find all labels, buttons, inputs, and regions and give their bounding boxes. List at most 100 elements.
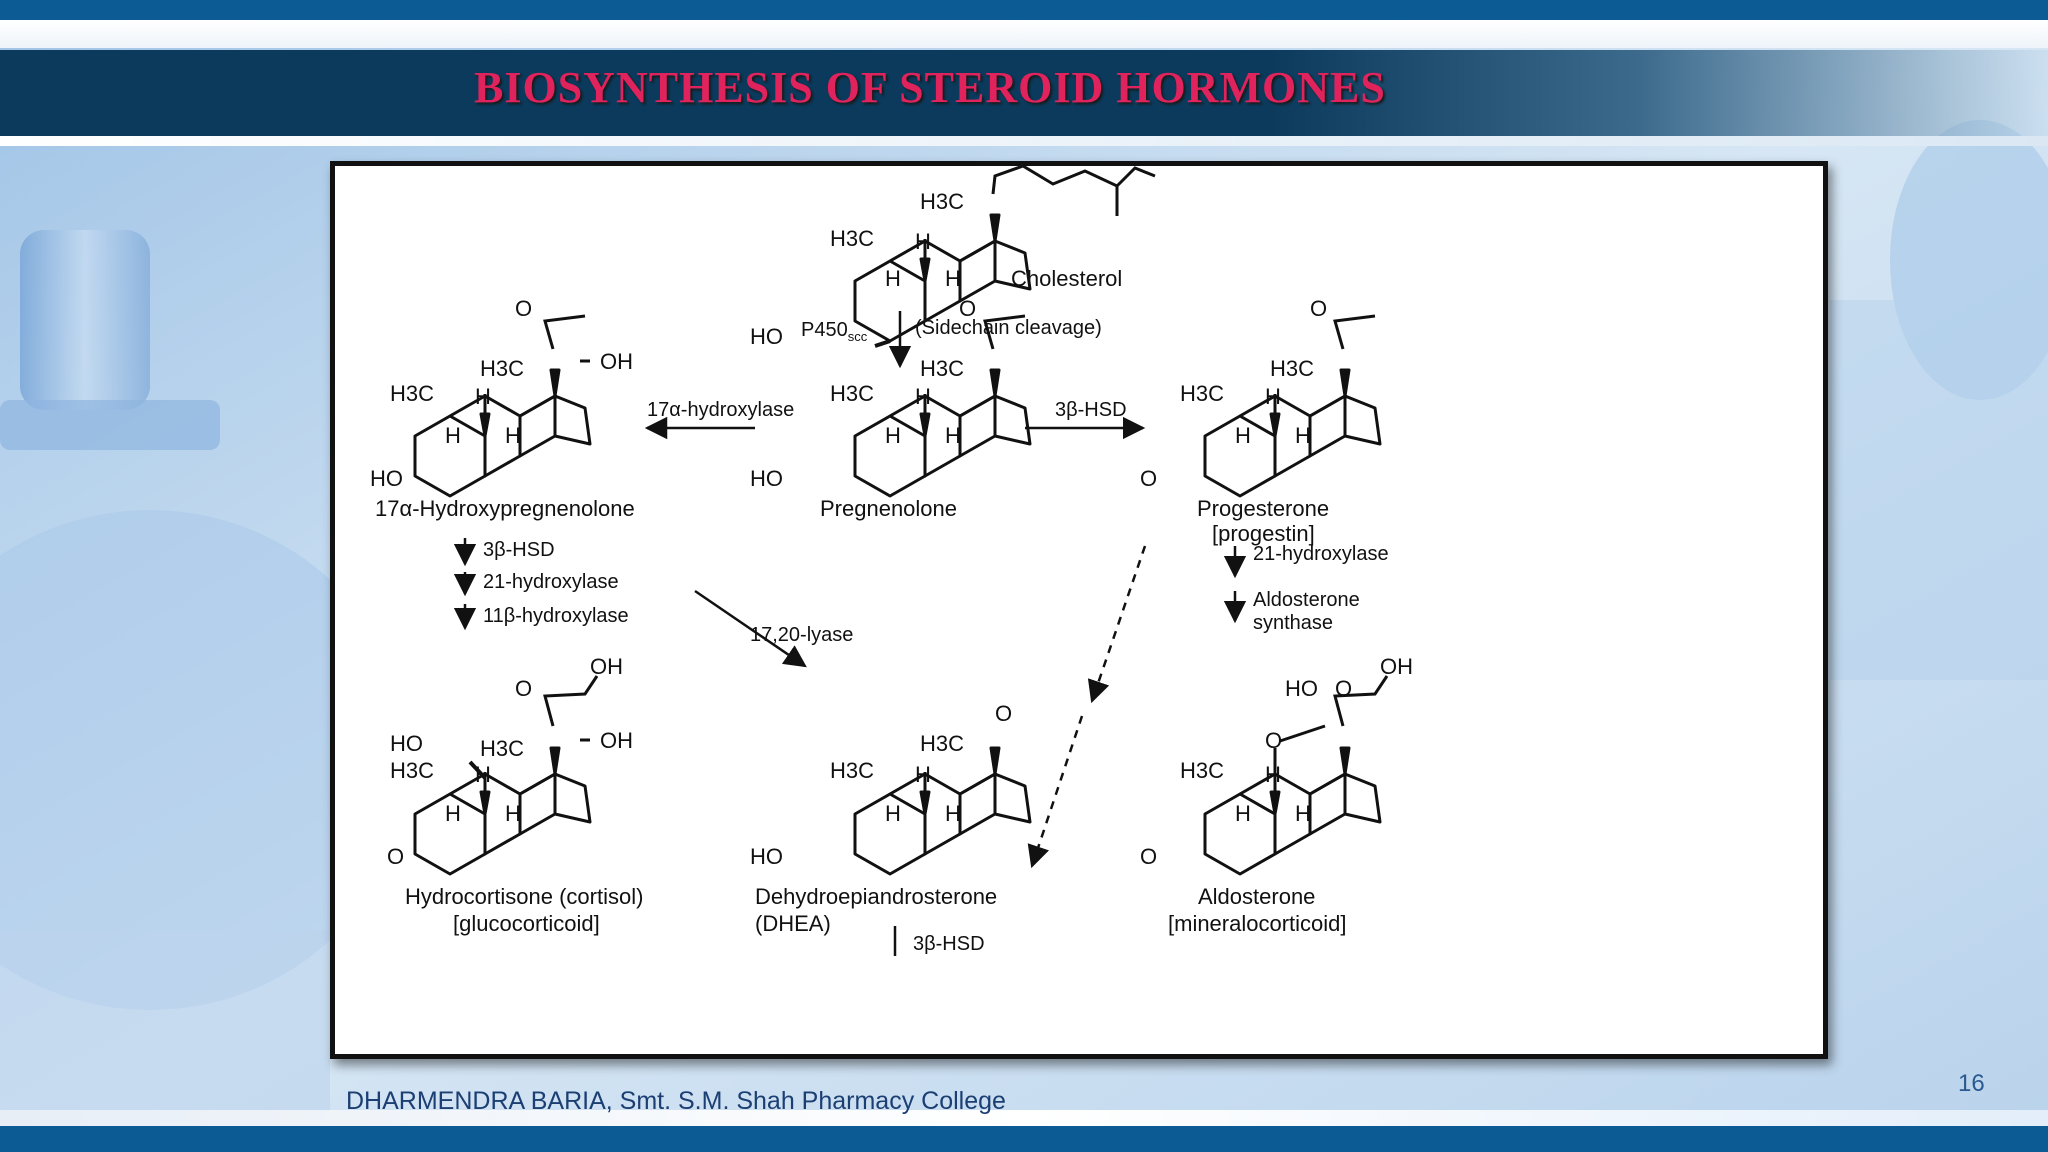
pregnenolone-structure: O H3C H3C H H H HO Pregnenolone [750,296,1032,521]
oxygen-label: O [1335,676,1352,701]
top-light-strip [0,20,2048,48]
h-label: H [505,801,521,826]
title-band [0,50,2048,136]
enzyme-3b-hsd-right: 3β-HSD [1055,399,1127,421]
aldosterone-structure: O OH HO O H3C H H H O Aldosterone [miner… [1140,654,1413,936]
h3c-label: H3C [1270,356,1314,381]
compound-hydrocortisone: Hydrocortisone (cortisol) [405,884,643,909]
oxygen-label: O [1310,296,1327,321]
h3c-label: H3C [830,758,874,783]
ho-label: HO [750,324,783,349]
enzyme-11b-hydroxylase: 11β-hydroxylase [483,605,629,627]
dashed-arrow-lower [1027,715,1084,869]
h3c-label: H3C [920,189,964,214]
enzyme-17a-hydroxylase: 17α-hydroxylase [647,399,794,421]
oxygen-label: O [1140,844,1157,869]
compound-pregnenolone: Pregnenolone [820,496,957,521]
right-enzyme-chain: 21-hydroxylase Aldosterone synthase [1223,543,1389,634]
compound-cholesterol: Cholesterol [1011,266,1122,291]
compound-17a-hydroxypregnenolone: 17α-Hydroxypregnenolone [375,496,635,521]
hydroxyl-label: OH [590,654,623,679]
compound-aldosterone-class: [mineralocorticoid] [1168,911,1347,936]
compound-progesterone: Progesterone [1197,496,1329,521]
h3c-label: H3C [830,226,874,251]
h-label: H [915,384,931,409]
ho-label: HO [750,466,783,491]
h-label: H [885,801,901,826]
oxygen-label: O [959,296,976,321]
footer-credit: DHARMENDRA BARIA, Smt. S.M. Shah Pharmac… [346,1087,1006,1115]
oxygen-label: O [1265,728,1282,753]
compound-aldosterone: Aldosterone [1198,884,1315,909]
enzyme-3b-hsd-bottom: 3β-HSD [913,933,985,955]
cholesterol-structure: H3C H3C H H H HO Cholesterol [750,166,1156,349]
h-label: H [885,266,901,291]
diagram-panel: H3C H3C H H H HO Cholesterol P450scc (Si… [330,161,1828,1059]
h-label: H [1265,762,1281,787]
top-accent-bar [0,0,2048,20]
ho-label: HO [750,844,783,869]
h3c-label: H3C [390,758,434,783]
h-label: H [1265,384,1281,409]
compound-dhea: Dehydroepiandrosterone [755,884,997,909]
h-label: H [915,762,931,787]
hydroxyl-label: OH [600,349,633,374]
title-band-underline [0,136,2048,146]
slide-number: 16 [1958,1070,1985,1097]
h3c-label: H3C [920,356,964,381]
h-label: H [1295,423,1311,448]
h-label: H [885,423,901,448]
enzyme-p450: P450scc [801,319,868,344]
oxygen-label: O [387,844,404,869]
enzyme-aldosterone-synthase-2: synthase [1253,612,1333,634]
h3c-label: H3C [1180,381,1224,406]
h-label: H [1295,801,1311,826]
enzyme-3b-hsd-left: 3β-HSD [483,539,555,561]
hydroxypregnenolone-structure: O OH H3C H3C H H H HO 17α-Hydroxypregnen… [370,296,635,521]
oxygen-label: O [515,676,532,701]
h-label: H [945,266,961,291]
oxygen-label: O [995,701,1012,726]
h-label: H [915,229,931,254]
h-label: H [445,423,461,448]
enzyme-sidechain-cleavage: (Sidechain cleavage) [915,317,1102,339]
enzyme-21-hydroxylase-right: 21-hydroxylase [1253,543,1389,565]
h3c-label: H3C [920,731,964,756]
h-label: H [945,801,961,826]
bottom-light-strip [0,1110,2048,1126]
enzyme-17-20-lyase: 17,20-lyase [750,624,853,646]
compound-hydrocortisone-class: [glucocorticoid] [453,911,600,936]
h3c-label: H3C [480,736,524,761]
bottom-accent-bar [0,1126,2048,1152]
compound-progesterone-class: [progestin] [1212,521,1315,546]
oxygen-label: O [515,296,532,321]
compound-dhea-abbrev: (DHEA) [755,911,831,936]
h3c-label: H3C [1180,758,1224,783]
enzyme-aldosterone-synthase-1: Aldosterone [1253,589,1360,611]
hydroxyl-label: OH [1380,654,1413,679]
slide-title: BIOSYNTHESIS OF STEROID HORMONES [474,63,1386,112]
h-label: H [1235,423,1251,448]
h-label: H [945,423,961,448]
ho-label: HO [370,466,403,491]
ho-label: HO [390,731,423,756]
h3c-label: H3C [480,356,524,381]
h-label: H [475,384,491,409]
h3c-label: H3C [390,381,434,406]
left-enzyme-chain: 3β-HSD 21-hydroxylase 11β-hydroxylase [453,538,629,631]
ho-label: HO [1285,676,1318,701]
h3c-label: H3C [830,381,874,406]
dashed-arrow-upper [1087,545,1147,704]
h-label: H [445,801,461,826]
enzyme-21-hydroxylase-left: 21-hydroxylase [483,571,619,593]
h-label: H [1235,801,1251,826]
h-label: H [475,762,491,787]
progesterone-structure: O H3C H3C H H H O Progesterone [progesti… [1140,296,1382,546]
steroid-pathway-diagram: H3C H3C H H H HO Cholesterol P450scc (Si… [370,166,1413,956]
hydroxyl-label: OH [600,728,633,753]
hydrocortisone-structure: O OH OH H3C HO H3C H H H O Hydrocortison… [387,654,643,936]
oxygen-label: O [1140,466,1157,491]
lyase-arrow [694,589,807,668]
h-label: H [505,423,521,448]
dhea-structure: O H3C H3C H H H HO Dehydroepiandrosteron… [750,701,1032,936]
